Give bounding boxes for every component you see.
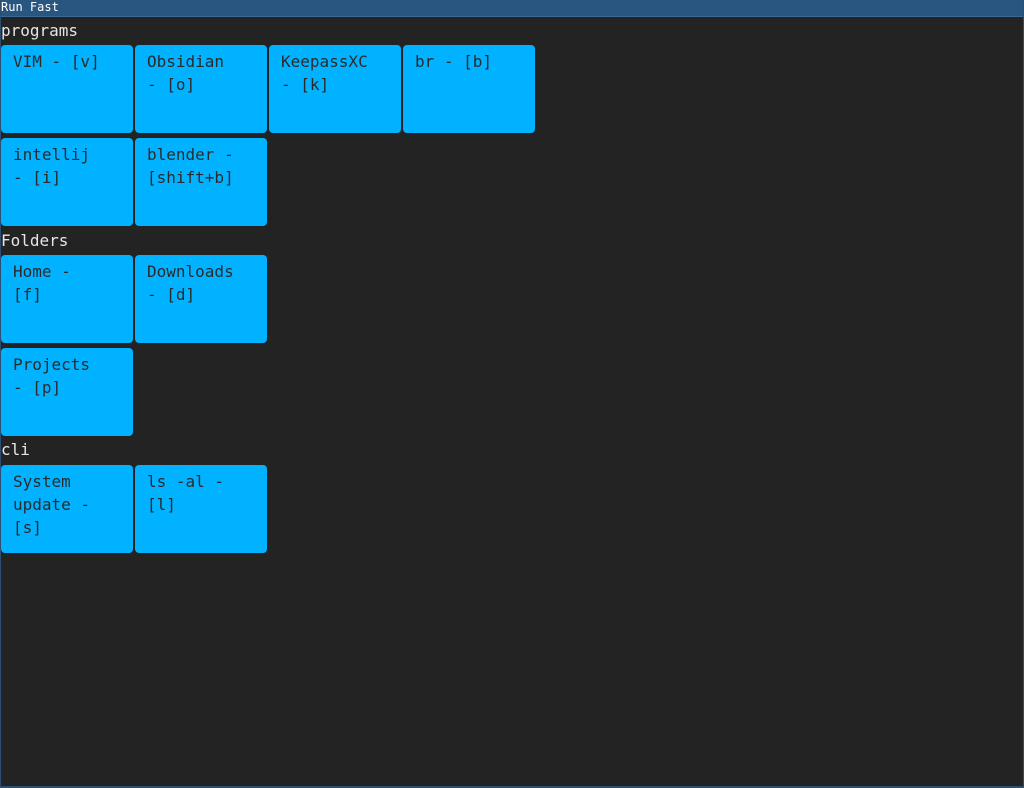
launcher-tile-projects[interactable]: Projects - [p] (1, 348, 133, 436)
tile-label: System update - [s] (13, 472, 91, 537)
section-title-cli: cli (1, 440, 30, 459)
tile-label: Home - [f] (13, 262, 71, 304)
tile-label: Obsidian - [o] (147, 52, 225, 94)
launcher-tile-ls-al[interactable]: ls -al - [l] (135, 465, 267, 553)
launcher-content: programs VIM - [v] Obsidian - [o] Keepas… (1, 17, 1023, 786)
tile-label: ls -al - [l] (147, 472, 225, 514)
section-title-programs: programs (1, 21, 79, 40)
launcher-tile-system-update[interactable]: System update - [s] (1, 465, 133, 553)
launcher-tile-vim[interactable]: VIM - [v] (1, 45, 133, 133)
launcher-tile-blender[interactable]: blender - [shift+b] (135, 138, 267, 226)
launcher-tile-downloads[interactable]: Downloads - [d] (135, 255, 267, 343)
launcher-tile-br[interactable]: br - [b] (403, 45, 535, 133)
launcher-tile-intellij[interactable]: intellij - [i] (1, 138, 133, 226)
tile-label: intellij - [i] (13, 145, 91, 187)
tile-label: VIM - [v] (13, 52, 100, 71)
tile-label: Downloads - [d] (147, 262, 234, 304)
window-titlebar: Run Fast (1, 0, 1023, 17)
section-title-folders: Folders (1, 231, 69, 250)
launcher-tile-home[interactable]: Home - [f] (1, 255, 133, 343)
tile-label: Projects - [p] (13, 355, 91, 397)
tile-label: KeepassXC - [k] (281, 52, 368, 94)
launcher-tile-obsidian[interactable]: Obsidian - [o] (135, 45, 267, 133)
tile-label: blender - [shift+b] (147, 145, 234, 187)
tile-label: br - [b] (415, 52, 493, 71)
launcher-tile-keepassxc[interactable]: KeepassXC - [k] (269, 45, 401, 133)
